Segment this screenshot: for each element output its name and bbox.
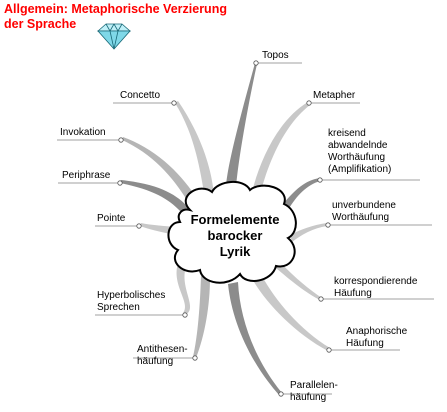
label-hyperbolisches-sprechen: Hyperbolisches Sprechen — [97, 290, 166, 313]
page-title: Allgemein: Metaphorische Verzierung der … — [4, 2, 227, 32]
node-unverbunden — [325, 222, 331, 228]
title-line-2: der Sprache — [4, 17, 77, 31]
node-concetto — [171, 100, 177, 106]
center-line-2: barocker — [207, 228, 263, 243]
node-pointe — [136, 223, 142, 229]
branch-anaphorisch — [254, 276, 330, 351]
branch-kreisend — [282, 178, 320, 210]
label-amplifikation: kreisend abwandelnde Worthäufung (Amplif… — [328, 128, 392, 175]
center-line-1: Formelemente — [190, 212, 280, 227]
title-line-1: Allgemein: Metaphorische Verzierung — [4, 2, 227, 16]
label-korrespondierende-haeufung: korrespondierende Häufung — [334, 276, 418, 299]
branch-metapher — [252, 102, 310, 195]
branch-unverbunden — [290, 223, 327, 242]
label-antithesenhaeufung: Antithesen- häufung — [137, 344, 188, 367]
branch-periphrase — [120, 180, 188, 213]
node-hyperbolisch — [182, 312, 188, 318]
node-invokation — [118, 137, 124, 143]
label-topos: Topos — [262, 50, 289, 61]
node-parallelen — [278, 391, 284, 397]
label-anaphorische-haeufung: Anaphorische Häufung — [346, 326, 408, 349]
node-kreisend — [317, 177, 323, 183]
label-unverbundene-worthaeufung: unverbundene Worthäufung — [332, 200, 396, 223]
node-circles — [117, 60, 332, 397]
branch-pointe — [140, 223, 176, 235]
label-concetto: Concetto — [120, 90, 161, 101]
node-periphrase — [117, 180, 123, 186]
branch-korrespondierend — [276, 262, 322, 300]
label-underlines — [57, 62, 434, 395]
label-metapher: Metapher — [313, 90, 356, 101]
branch-concetto — [175, 101, 214, 198]
node-anaphorisch — [326, 347, 332, 353]
node-topos — [253, 60, 259, 66]
label-invokation: Invokation — [60, 127, 106, 138]
node-korrespondierend — [318, 296, 324, 302]
branch-hyperbolisch — [176, 258, 191, 315]
label-parallelenhaeufung: Parallelen- häufung — [290, 380, 338, 403]
center-line-3: Lyrik — [219, 244, 251, 259]
branch-topos — [226, 63, 257, 188]
node-antithesen — [192, 355, 198, 361]
diamond-icon — [96, 23, 132, 50]
branch-parallelen — [228, 282, 282, 395]
label-periphrase: Periphrase — [62, 170, 111, 181]
branch-invokation — [122, 137, 198, 205]
node-metapher — [306, 100, 312, 106]
branch-lines — [120, 63, 330, 395]
center-label: Formelemente barocker Lyrik — [185, 212, 285, 260]
label-pointe: Pointe — [97, 213, 126, 224]
center-cloud — [167, 181, 297, 284]
branch-antithesen — [193, 276, 210, 358]
